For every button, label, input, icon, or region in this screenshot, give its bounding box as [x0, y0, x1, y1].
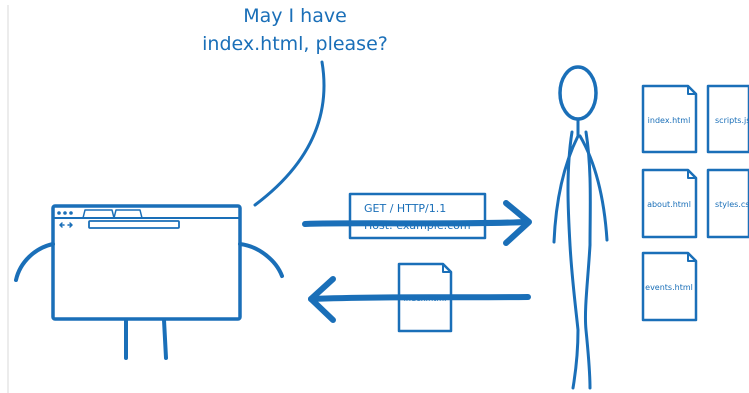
server-right-arm	[578, 134, 609, 242]
browser-tab	[82, 209, 115, 219]
server-body	[583, 130, 592, 390]
speech-tail	[253, 60, 326, 207]
address-bar	[88, 220, 180, 229]
response-file-page	[397, 262, 453, 333]
server-person	[552, 65, 609, 390]
speech-line-2: index.html, please?	[202, 33, 388, 55]
forward-arrow-icon	[67, 222, 73, 228]
server-file-label: styles.css	[715, 200, 749, 209]
server-file-label: index.html	[648, 116, 691, 125]
window-dot	[57, 211, 61, 215]
response-file: index.html	[397, 262, 453, 333]
request-arrow	[302, 200, 532, 246]
request-message: GET / HTTP/1.1 Host: example.com	[348, 192, 487, 240]
server-file-label: scripts.js	[715, 116, 749, 125]
server-file-2: about.html	[641, 168, 698, 239]
response-file-label: index.html	[404, 294, 447, 303]
browser-right-leg	[162, 318, 168, 360]
server-file-3: styles.css	[706, 168, 749, 239]
back-arrow-icon	[59, 222, 65, 228]
server-body	[566, 130, 580, 390]
browser-tab	[113, 209, 143, 219]
response-arrow	[308, 276, 531, 323]
window-dot	[69, 211, 73, 215]
server-file-label: events.html	[645, 283, 693, 292]
browser-right-arm	[238, 242, 284, 278]
browser-left-arm	[14, 242, 55, 282]
server-left-arm	[552, 134, 580, 244]
speech-line-1: May I have	[243, 5, 347, 27]
browser-character	[14, 204, 284, 360]
window-dot	[63, 211, 67, 215]
server-file-4: events.html	[641, 251, 698, 322]
server-file-label: about.html	[647, 200, 691, 209]
browser-window	[51, 204, 242, 321]
server-head	[558, 65, 598, 121]
request-line-1: GET / HTTP/1.1	[364, 202, 446, 215]
request-line-2: Host: example.com	[364, 219, 471, 232]
request-box	[348, 192, 487, 240]
server-file-0: index.html	[641, 84, 698, 154]
server-file-1: scripts.js	[706, 84, 749, 154]
